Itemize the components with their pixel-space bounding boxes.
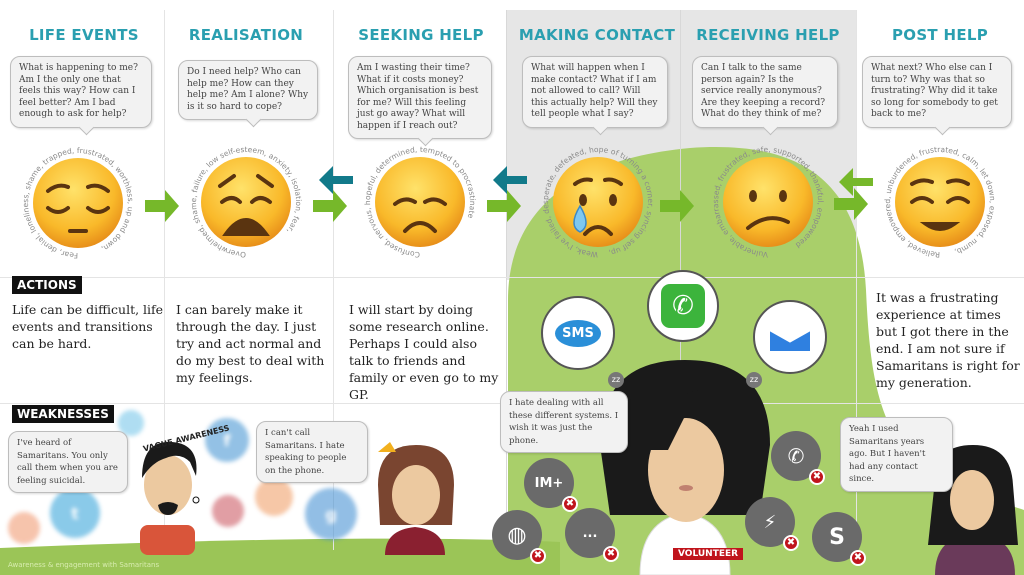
facebook-icon: f xyxy=(205,418,249,462)
disappointed-face-icon xyxy=(375,157,465,247)
question-bubble: What is happening to me? Am I the only o… xyxy=(10,56,152,128)
cross-icon: ✖ xyxy=(783,535,799,551)
arrow-left-icon xyxy=(493,166,527,194)
arrow-left-icon xyxy=(319,166,353,194)
stage-title-life-events: LIFE EVENTS xyxy=(29,26,139,44)
meetup-icon xyxy=(255,478,293,516)
im-plus-channel[interactable]: IM+ ✖ xyxy=(524,458,578,512)
question-bubble: What next? Who else can I turn to? Why w… xyxy=(862,56,1012,128)
stage-title-realisation: REALISATION xyxy=(188,26,304,44)
news-icon xyxy=(212,495,244,527)
weakness-bubble: I can't call Samaritans. I hate speaking… xyxy=(256,421,368,483)
divider xyxy=(0,277,1024,278)
stage-title-seeking-help: SEEKING HELP xyxy=(358,26,484,44)
actions-label: ACTIONS xyxy=(12,276,82,294)
cross-icon: ✖ xyxy=(530,548,546,564)
arrow-left-icon xyxy=(839,168,873,196)
messenger-icon: ⚡ xyxy=(763,511,777,533)
cross-icon: ✖ xyxy=(562,496,578,512)
cross-icon: ✖ xyxy=(850,550,866,566)
twitter-icon: t xyxy=(50,488,100,538)
confused-face-icon xyxy=(723,157,813,247)
cross-icon: ✖ xyxy=(809,469,825,485)
sms-channel[interactable]: SMS xyxy=(541,296,615,370)
calendar-icon xyxy=(8,512,40,544)
weakness-bubble: Yeah I used Samaritans years ago. But I … xyxy=(840,417,953,492)
inbox-icon xyxy=(770,331,810,351)
globe-icon: ◍ xyxy=(507,522,527,548)
question-bubble: Do I need help? Who can help me? How can… xyxy=(178,60,318,120)
divider xyxy=(164,10,165,550)
sleep-icon: zz xyxy=(746,372,762,388)
crying-face-icon xyxy=(553,157,643,247)
action-text: I can barely make it through the day. I … xyxy=(176,302,325,385)
divider xyxy=(333,10,334,550)
volunteer-badge: VOLUNTEER xyxy=(673,548,744,560)
volunteer-character xyxy=(600,360,770,575)
im-plus-icon: IM+ xyxy=(534,475,564,491)
girl-character xyxy=(378,442,454,555)
skype-icon: S xyxy=(829,524,845,550)
weary-face-icon xyxy=(201,157,291,247)
emoji-row: Fear, denial, loneliness, shame, trapped… xyxy=(21,145,997,260)
weakness-bubble: I've heard of Samaritans. You only call … xyxy=(8,431,128,493)
whatsapp-icon: ✆ xyxy=(787,444,805,468)
divider xyxy=(506,10,507,550)
footer-caption: Awareness & engagement with Samaritans xyxy=(8,561,160,569)
whatsapp-channel[interactable]: ✆✖ xyxy=(771,431,825,485)
man-character xyxy=(140,441,200,555)
arrow-right-icon xyxy=(660,190,694,222)
pensive-face-icon xyxy=(33,158,123,248)
google-icon: g xyxy=(305,488,357,540)
phone-channel[interactable]: ✆ xyxy=(647,270,719,342)
email-channel[interactable] xyxy=(753,300,827,374)
weakness-bubble: I hate dealing with all these different … xyxy=(500,391,628,453)
chat-channel[interactable]: ... ✖ xyxy=(565,508,619,562)
messenger-channel[interactable]: ⚡✖ xyxy=(745,497,799,551)
skype-channel[interactable]: S✖ xyxy=(812,512,866,566)
weaknesses-label: WEAKNESSES xyxy=(12,405,114,423)
action-text: It was a frustrating experience at times… xyxy=(876,290,1020,390)
action-text: I will start by doing some research onli… xyxy=(349,302,499,402)
arrow-right-icon xyxy=(145,190,179,222)
stage-title-making-contact: MAKING CONTACT xyxy=(518,26,676,44)
question-bubble: What will happen when I make contact? Wh… xyxy=(522,56,668,128)
sms-icon: SMS xyxy=(555,319,601,347)
question-bubble: Am I wasting their time? What if it cost… xyxy=(348,56,492,139)
relieved-face-icon xyxy=(895,157,985,247)
divider xyxy=(856,10,857,550)
question-bubble: Can I talk to the same person again? Is … xyxy=(692,56,838,128)
web-channel[interactable]: ◍✖ xyxy=(492,510,546,564)
arrow-right-icon xyxy=(313,190,347,222)
stage-title-receiving-help: RECEIVING HELP xyxy=(696,26,840,44)
chat-icon: ... xyxy=(582,525,598,541)
sleep-icon: zz xyxy=(608,372,624,388)
arrows xyxy=(145,166,873,222)
action-text: Life can be difficult, life events and t… xyxy=(12,302,164,351)
cross-icon: ✖ xyxy=(603,546,619,562)
arrow-right-icon xyxy=(487,190,521,222)
stage-title-post-help: POST HELP xyxy=(891,26,989,44)
arrow-right-icon xyxy=(834,188,868,220)
phone-icon: ✆ xyxy=(661,284,705,328)
